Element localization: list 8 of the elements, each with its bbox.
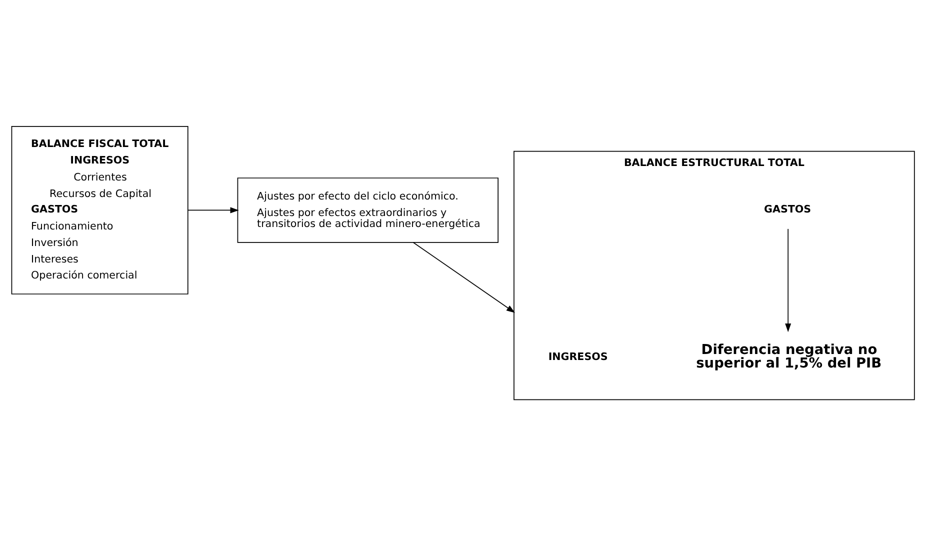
node-box: BALANCE FISCAL TOTAL INGRESOS Corrientes Recursos de Capital GASTOS Funcionamiento Inversión Intereses Operación comercial	[11, 126, 188, 294]
arrow	[785, 228, 792, 332]
arrow	[412, 242, 516, 313]
node-box: Ajustes por efecto del ciclo económico. Ajustes por efectos extraordinarios y transitorios de actividad minero-energética	[237, 178, 498, 243]
node-text: GASTOS	[764, 203, 812, 216]
arrow	[188, 207, 239, 214]
node-text: INGRESOS	[548, 350, 608, 363]
node-text: Diferencia negativa no superior al 1,5% del PIB	[696, 342, 882, 372]
